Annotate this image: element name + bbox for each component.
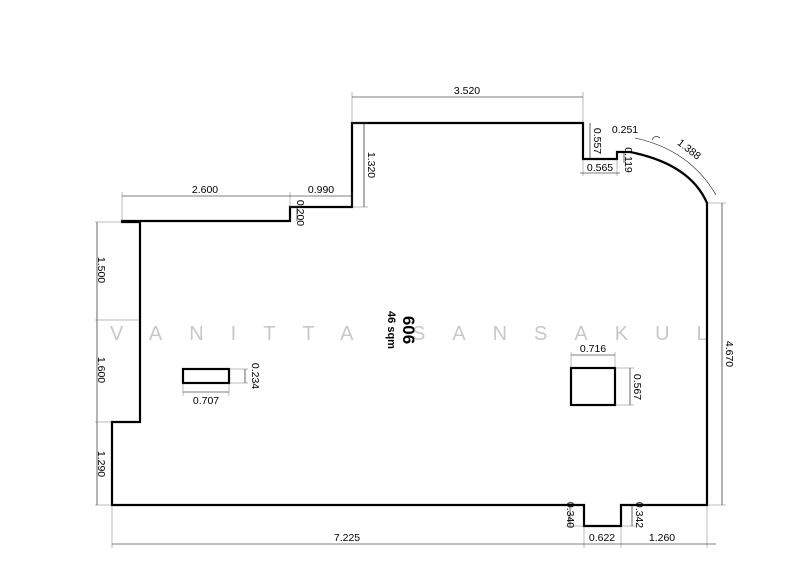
dim-label: 1.600 [95,357,107,383]
room-outline [110,121,709,528]
dim-label: 0.990 [308,184,334,196]
dim-label: 0.716 [580,343,606,355]
dim-left-side: 1.500 1.600 1.290 [95,221,140,506]
dim-label: 1.290 [95,451,107,477]
dim-label: 0.340 [564,502,576,528]
left-fixture [181,367,231,385]
dim-label: 0.234 [249,363,261,389]
dim-notch-width: 0.565 [580,159,620,176]
dim-label: 0.622 [589,532,615,544]
dim-top-left-height: 1.320 [352,122,377,208]
dim-notch-height: 0.557 [589,123,603,159]
dim-bottom-notch: 0.340 0.342 [564,502,645,528]
room-number: 606 [399,316,418,344]
dim-label: 0.707 [193,395,219,407]
dim-step-width: 0.990 [290,184,353,207]
dim-label: 4.670 [723,341,735,367]
dim-label: 0.342 [633,502,645,528]
dim-label: 0.119 [622,147,634,173]
dim-label: 0.565 [587,162,613,174]
watermark-text: VANITTA SANSAKUL [110,323,735,345]
dim-bottom: 7.225 0.622 1.260 [111,505,716,548]
dim-label: 2.600 [192,184,218,196]
dim-label: 1.320 [365,152,377,178]
dim-label: 0.567 [631,374,643,400]
dim-upper-left: 2.600 [121,184,291,221]
room-area: 46 sqm [385,311,397,349]
dim-label: 3.520 [454,85,480,97]
dim-notch-top: 0.251 [612,124,638,136]
dim-label: 1.260 [649,532,675,544]
dim-label: 1.500 [95,257,107,283]
dim-right-fixture: 0.716 0.567 [570,343,643,406]
dim-label: 0.251 [612,124,638,136]
dim-step-height: 0.200 [290,200,306,226]
dim-top-center: 3.520 [351,85,584,123]
dim-right-side: 4.670 [707,202,735,506]
dim-label: 0.200 [294,200,306,226]
dim-label: 7.225 [334,532,360,544]
dim-arc: 1.388 [634,136,717,196]
right-fixture [569,366,617,407]
room-label: 606 46 sqm [385,311,418,349]
dim-label: 1.388 [675,137,703,163]
dim-label: 0.557 [591,128,603,154]
dim-left-fixture: 0.707 0.234 [182,363,261,407]
dim-notch-small: 0.119 [622,147,634,173]
